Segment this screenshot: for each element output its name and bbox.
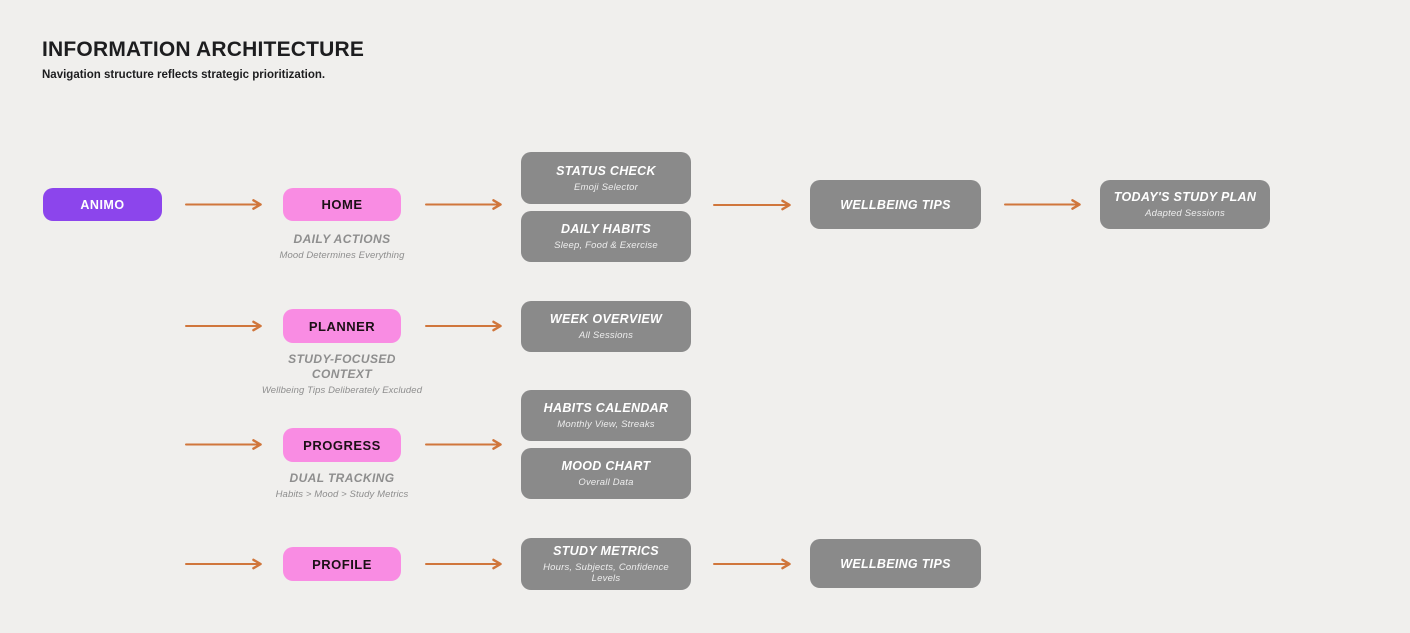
node-status-check-subtitle: Emoji Selector	[573, 181, 639, 193]
node-mood-chart: MOOD CHART Overall Data	[521, 448, 691, 499]
node-progress: PROGRESS	[283, 428, 401, 462]
node-progress-label: PROGRESS	[303, 437, 381, 453]
note-planner: STUDY-FOCUSED CONTEXT Wellbeing Tips Del…	[232, 352, 452, 396]
node-habits-calendar: HABITS CALENDAR Monthly View, Streaks	[521, 390, 691, 441]
node-status-check: STATUS CHECK Emoji Selector	[521, 152, 691, 204]
node-wellbeing-tips-home: WELLBEING TIPS	[810, 180, 981, 229]
node-daily-habits-title: DAILY HABITS	[561, 222, 651, 236]
note-home: DAILY ACTIONS Mood Determines Everything	[232, 232, 452, 261]
node-mood-chart-title: MOOD CHART	[561, 459, 651, 473]
node-mood-chart-subtitle: Overall Data	[578, 477, 634, 488]
node-week-overview-subtitle: All Sessions	[578, 330, 634, 341]
node-todays-study-plan-subtitle: Adapted Sessions	[1145, 208, 1225, 219]
node-habits-calendar-subtitle: Monthly View, Streaks	[557, 419, 655, 430]
note-planner-subtitle: Wellbeing Tips Deliberately Excluded	[261, 385, 423, 396]
note-progress: DUAL TRACKING Habits > Mood > Study Metr…	[232, 471, 452, 500]
node-profile-label: PROFILE	[312, 556, 372, 572]
note-planner-title: STUDY-FOCUSED CONTEXT	[288, 352, 396, 381]
node-daily-habits: DAILY HABITS Sleep, Food & Exercise	[521, 211, 691, 262]
node-study-metrics-subtitle: Hours, Subjects, Confidence Levels	[543, 562, 669, 584]
note-home-subtitle: Mood Determines Everything	[279, 250, 405, 261]
node-wellbeing-tips-home-title: WELLBEING TIPS	[840, 197, 951, 212]
node-profile: PROFILE	[283, 547, 401, 581]
node-planner-label: PLANNER	[308, 318, 376, 334]
node-study-metrics: STUDY METRICS Hours, Subjects, Confidenc…	[521, 538, 691, 590]
node-todays-study-plan: TODAY'S STUDY PLAN Adapted Sessions	[1100, 180, 1270, 229]
node-habits-calendar-title: HABITS CALENDAR	[543, 401, 669, 415]
node-home: HOME	[283, 188, 401, 221]
node-study-metrics-title: STUDY METRICS	[553, 544, 659, 558]
node-wellbeing-tips-profile: WELLBEING TIPS	[810, 539, 981, 588]
node-daily-habits-subtitle: Sleep, Food & Exercise	[554, 240, 658, 251]
note-progress-subtitle: Habits > Mood > Study Metrics	[275, 489, 409, 500]
node-animo-label: ANIMO	[80, 197, 125, 212]
node-wellbeing-tips-profile-title: WELLBEING TIPS	[840, 556, 951, 571]
node-status-check-title: STATUS CHECK	[556, 163, 656, 178]
node-home-label: HOME	[321, 197, 363, 212]
note-home-title: DAILY ACTIONS	[293, 232, 391, 246]
node-planner: PLANNER	[283, 309, 401, 343]
page-subtitle: Navigation structure reflects strategic …	[42, 69, 326, 81]
node-animo: ANIMO	[43, 188, 162, 221]
page-title: INFORMATION ARCHITECTURE	[42, 38, 365, 61]
node-week-overview: WEEK OVERVIEW All Sessions	[521, 301, 691, 352]
note-progress-title: DUAL TRACKING	[289, 471, 395, 485]
node-todays-study-plan-title: TODAY'S STUDY PLAN	[1113, 190, 1257, 204]
node-week-overview-title: WEEK OVERVIEW	[549, 312, 663, 326]
